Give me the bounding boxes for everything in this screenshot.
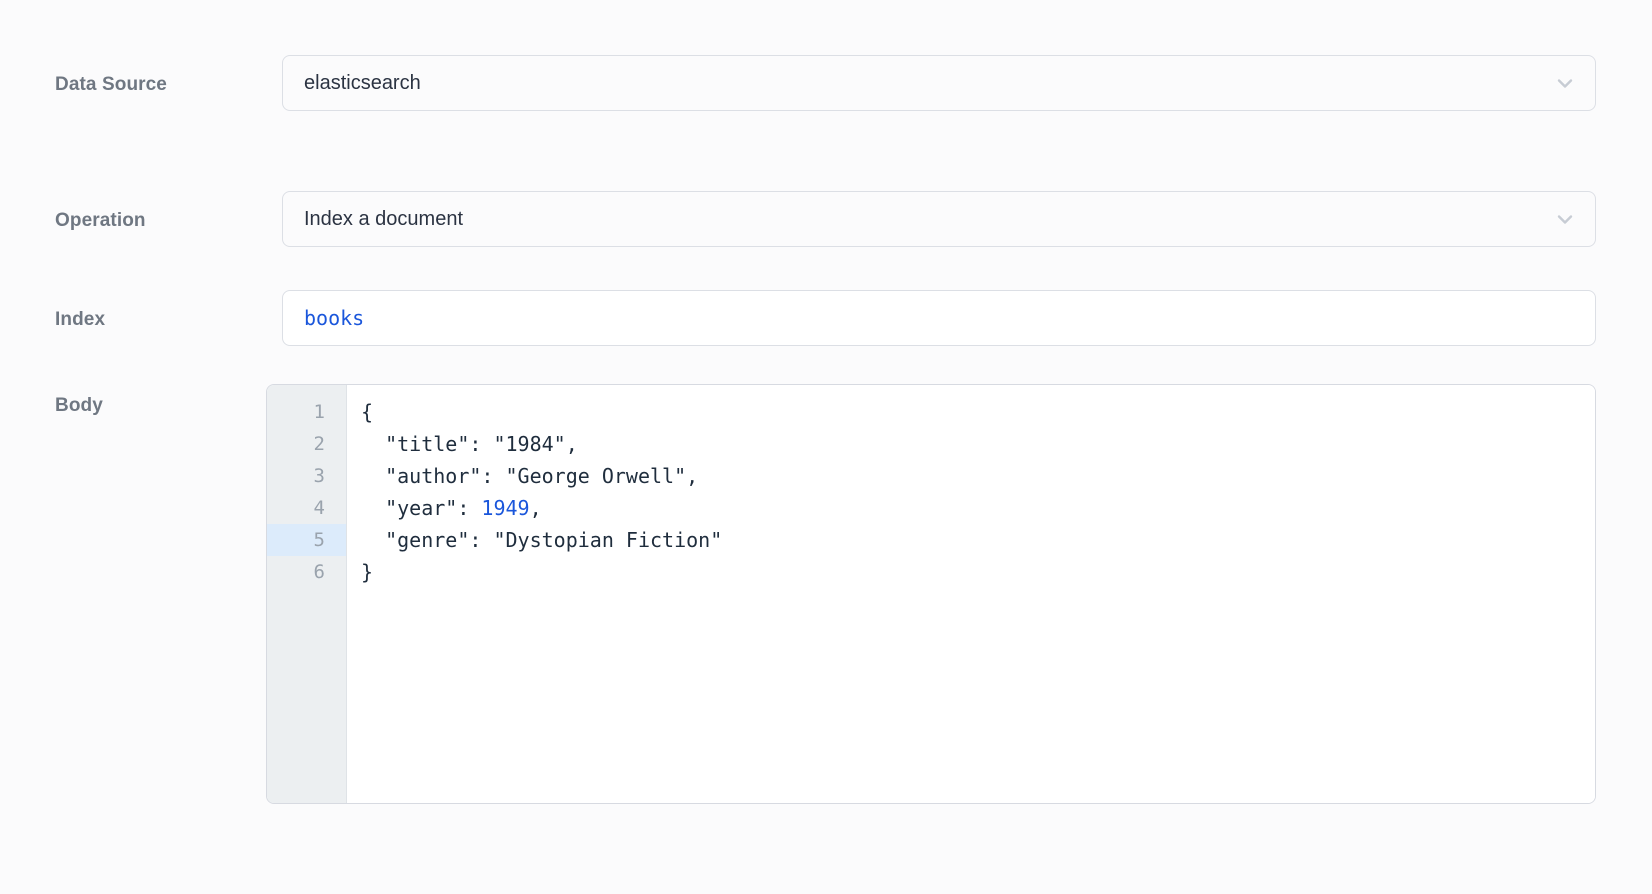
- code-line[interactable]: "year": 1949,: [361, 496, 542, 520]
- chevron-down-icon[interactable]: [1553, 71, 1577, 95]
- gutter-line-number: 1: [313, 401, 325, 423]
- gutter-line-number: 3: [313, 465, 325, 487]
- gutter-line-number: 2: [313, 433, 325, 455]
- index-input[interactable]: books: [282, 290, 1596, 346]
- code-line[interactable]: }: [361, 560, 374, 584]
- editor-code-area[interactable]: { "title": "1984", "author": "George Orw…: [347, 385, 1595, 803]
- operation-value: Index a document: [304, 208, 463, 230]
- index-input-value: books: [304, 306, 365, 330]
- gutter-line-number: 5: [267, 524, 346, 556]
- data-source-select[interactable]: elasticsearch: [282, 55, 1596, 111]
- operation-label: Operation: [55, 210, 146, 231]
- data-source-label: Data Source: [55, 74, 167, 95]
- code-line[interactable]: "title": "1984",: [361, 432, 578, 456]
- body-code-editor[interactable]: 1 2 3 4 5 6 { "title": "1984", "author": "Geo…: [266, 384, 1596, 804]
- code-number-token: 1949: [481, 496, 530, 520]
- body-label: Body: [55, 395, 103, 416]
- index-label: Index: [55, 309, 106, 330]
- code-line[interactable]: "genre": "Dystopian Fiction": [361, 528, 723, 552]
- data-source-control: elasticsearch: [282, 55, 1596, 111]
- chevron-down-icon[interactable]: [1553, 207, 1577, 231]
- operation-select[interactable]: Index a document: [282, 191, 1596, 247]
- gutter-line-number: 6: [313, 561, 325, 583]
- editor-gutter: 1 2 3 4 5 6: [267, 385, 347, 803]
- index-control: books: [282, 290, 1596, 346]
- code-line[interactable]: {: [361, 400, 374, 424]
- data-source-value: elasticsearch: [304, 72, 421, 94]
- operation-control: Index a document: [282, 191, 1596, 247]
- gutter-line-number: 4: [313, 497, 325, 519]
- code-line[interactable]: "author": "George Orwell",: [361, 464, 699, 488]
